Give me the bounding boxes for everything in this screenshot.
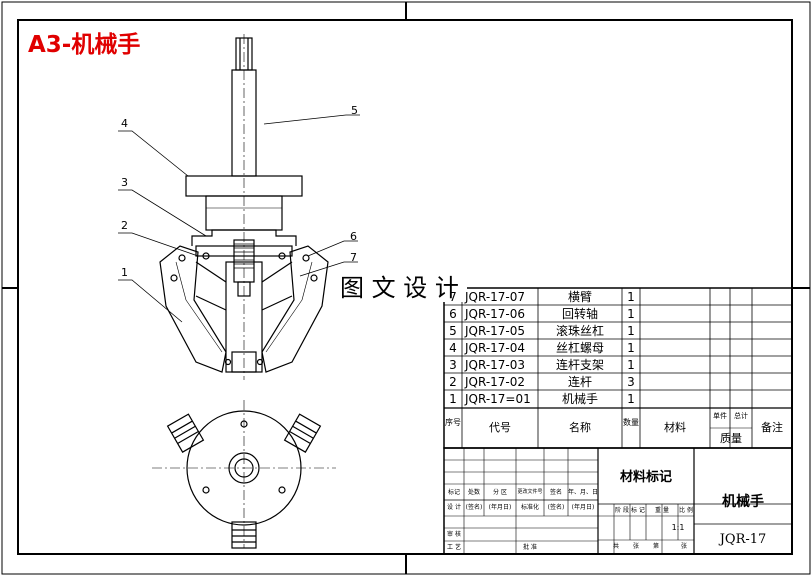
watermark-label: 图 文 设 计 [332,274,467,302]
material-mark: 材料标记 [619,470,672,485]
row-qty: 1 [627,290,635,304]
header-no: 序号 [445,418,461,427]
row-code: JQR-17-05 [465,324,526,338]
sheet-no-label: 第 [652,543,659,550]
header-material: 材料 [664,421,686,434]
scale-value: 1:1 [671,523,685,532]
header-code: 代号 [489,421,511,434]
sheet-total-unit: 张 [632,543,639,550]
header-total: 总计 [734,412,748,420]
row-code: JQR-17-06 [465,307,526,321]
rev-label-mark: 标记 [447,489,460,496]
weight-label: 重 量 [655,507,669,514]
balloon-1: 1 [121,266,128,279]
sheet-no-unit: 张 [680,543,687,550]
row-name: 机械手 [561,392,598,406]
row-no: 7 [449,290,457,304]
row-qty: 1 [627,358,635,372]
row-qty: 3 [627,375,635,389]
rev-label-zone: 分 区 [493,489,507,496]
row-no: 5 [449,324,457,338]
balloon-3: 3 [121,176,128,189]
balloon-7: 7 [350,251,357,264]
standardize-date: (年月日) [571,504,595,511]
plan-view [152,400,336,549]
row-name: 滚珠丝杠 [555,324,604,338]
row-name: 丝杠螺母 [555,341,604,355]
leader-lines [118,114,360,323]
row-code: JQR-17-07 [465,290,526,304]
stage-mark-label: 阶 段 标 记 [615,507,645,514]
standardize-label: 标准化 [520,504,539,511]
scale-label: 比 例 [679,507,693,514]
drawing-code: JQR-17 [719,532,767,547]
review-label: 审 核 [447,531,461,538]
design-label: 设 计 [447,504,461,511]
row-code: JQR-17-03 [465,358,526,372]
balloon-2: 2 [121,219,128,232]
rev-label-docno: 更改文件号 [517,489,543,495]
header-remark: 备注 [761,421,783,434]
rev-label-sign: 签名 [549,489,562,496]
balloon-5: 5 [351,104,358,117]
design-sign: (签名) [465,504,483,511]
standardize-sign: (签名) [547,504,565,511]
row-no: 1 [449,392,457,406]
sheet-total-label: 共 [612,543,619,550]
header-name: 名称 [569,421,591,434]
row-no: 6 [449,307,457,321]
approve-label: 批 准 [523,544,537,551]
process-label: 工 艺 [447,544,461,551]
row-no: 4 [449,341,457,355]
row-code: JQR-17=01 [465,392,531,406]
row-name: 横臂 [567,290,592,304]
header-unit: 单件 [713,412,727,420]
rev-label-count: 处数 [467,489,480,496]
row-qty: 1 [627,341,635,355]
balloon-4: 4 [121,117,128,130]
row-name: 回转轴 [561,307,598,321]
row-qty: 1 [627,392,635,406]
row-name: 连杆支架 [555,358,604,372]
header-mass: 质量 [720,432,742,445]
table-grid [443,287,793,555]
drawing-name: 机械手 [722,494,764,510]
rev-label-date: 年、月、日 [568,489,599,496]
design-date: (年月日) [488,504,512,511]
row-no: 2 [449,375,457,389]
front-view [159,34,329,380]
sheet-title: A3-机械手 [28,32,141,58]
balloon-6: 6 [350,230,357,243]
row-qty: 1 [627,324,635,338]
row-code: JQR-17-04 [465,341,526,355]
row-no: 3 [449,358,457,372]
header-qty: 数量 [623,418,639,427]
row-qty: 1 [627,307,635,321]
row-code: JQR-17-02 [465,375,526,389]
row-name: 连杆 [567,375,592,389]
